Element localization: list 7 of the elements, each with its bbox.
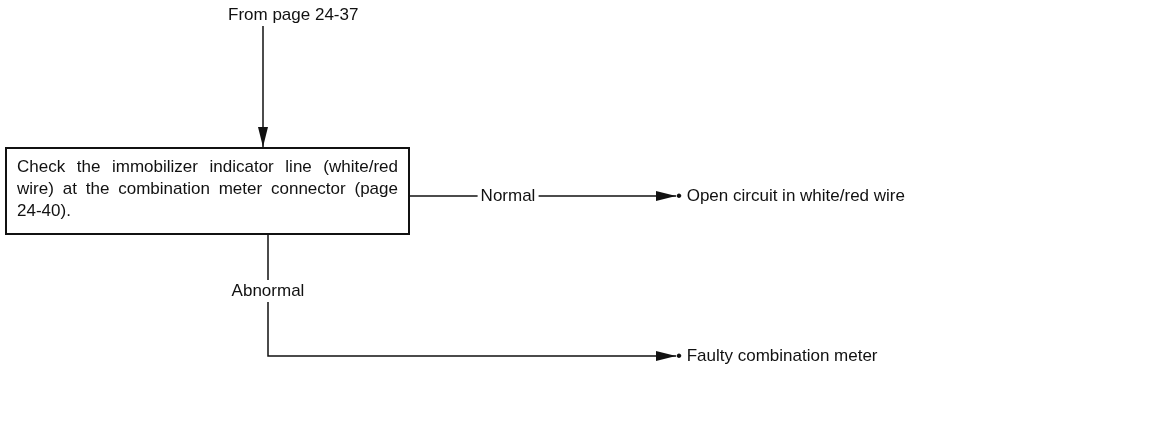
process-box [5, 147, 410, 235]
reference-text: From page 24-37 [228, 4, 359, 26]
result-text: • Faulty combination meter [676, 345, 878, 367]
arrow [258, 25, 268, 148]
result-text: • Open circuit in white/red wire [676, 185, 905, 207]
arrow [267, 234, 677, 361]
box-text: Check the immobilizer indicator line (white/red wire) at the combination meter connector (page 24-40). [17, 156, 398, 222]
